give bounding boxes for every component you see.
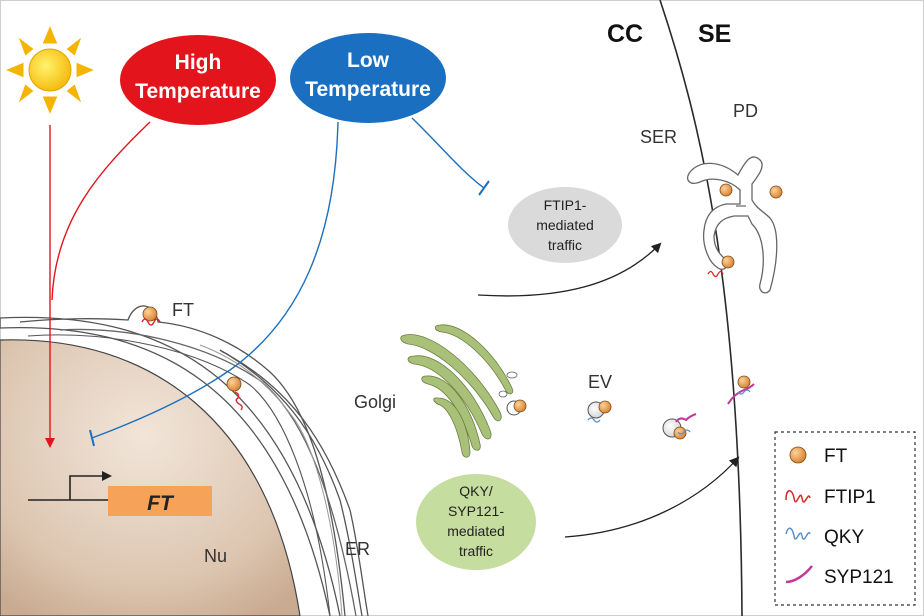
ft-on-ser (707, 183, 783, 278)
legend-item-qky: QKY (785, 527, 864, 548)
inhibit-bar-ftip1 (478, 180, 490, 196)
low-temp-inhibit-ftip1 (411, 117, 485, 189)
qky-line2: SYP121- (448, 503, 504, 519)
cc-label: CC (607, 20, 643, 48)
low-temp-inhibit-ft (91, 121, 339, 439)
ev-vesicle (587, 400, 612, 423)
gene-label: FT (147, 492, 175, 515)
qky-coil-icon (785, 527, 811, 540)
legend-item-ft: FT (789, 446, 848, 467)
legend-label-ft: FT (824, 446, 848, 467)
qky-line3: mediated (447, 523, 505, 539)
legend-label-ftip1: FTIP1 (824, 487, 876, 508)
ft-protein-icon (789, 446, 807, 464)
pd-label: PD (733, 101, 758, 121)
ftip1-traffic-arrow (477, 242, 662, 297)
ft-on-er-2 (226, 376, 243, 411)
ser-label: SER (640, 127, 677, 147)
legend: FT FTIP1 QKY SYP121 (774, 431, 916, 606)
sun-icon (6, 26, 94, 114)
cell-wall (659, 0, 743, 616)
smooth-er (686, 156, 778, 294)
inhibit-bar-ft (89, 429, 95, 447)
high-temp-line2: Temperature (135, 80, 261, 103)
ftip1-coil-icon (785, 490, 811, 503)
high-temperature-node: High Temperature (120, 35, 276, 125)
high-temp-line1: High (175, 51, 222, 74)
ftip1-line1: FTIP1- (544, 197, 587, 213)
ft-on-er (141, 306, 161, 326)
qky-traffic-arrow (564, 456, 740, 538)
ev-vesicle-2 (662, 413, 697, 440)
ftip1-line2: mediated (536, 217, 594, 233)
qky-traffic-bubble: QKY/ SYP121- mediated traffic (416, 474, 536, 570)
ft-membrane-label: FT (172, 300, 194, 320)
er-label: ER (345, 539, 370, 559)
low-temp-line1: Low (347, 49, 390, 72)
nucleus-label: Nu (204, 546, 227, 566)
ftip1-traffic-bubble: FTIP1- mediated traffic (508, 187, 622, 263)
fusion-site (727, 375, 755, 405)
golgi-apparatus (400, 324, 518, 458)
low-temp-line2: Temperature (305, 78, 431, 101)
qky-line1: QKY/ (459, 483, 493, 499)
golgi-label: Golgi (354, 392, 396, 412)
se-label: SE (698, 20, 731, 48)
legend-item-ftip1: FTIP1 (785, 487, 876, 508)
ev-label: EV (588, 372, 612, 392)
qky-line4: traffic (459, 543, 493, 559)
legend-item-syp121: SYP121 (785, 565, 894, 588)
golgi-vesicle (506, 399, 527, 416)
syp121-line-icon (785, 565, 813, 584)
legend-label-qky: QKY (824, 527, 864, 548)
high-temp-arrow (51, 121, 151, 301)
ft-gene: FT (28, 471, 212, 516)
low-temperature-node: Low Temperature (290, 33, 446, 123)
nucleus (0, 339, 301, 616)
ftip1-line3: traffic (548, 237, 582, 253)
er-membrane (0, 305, 369, 616)
legend-label-syp121: SYP121 (824, 567, 894, 588)
